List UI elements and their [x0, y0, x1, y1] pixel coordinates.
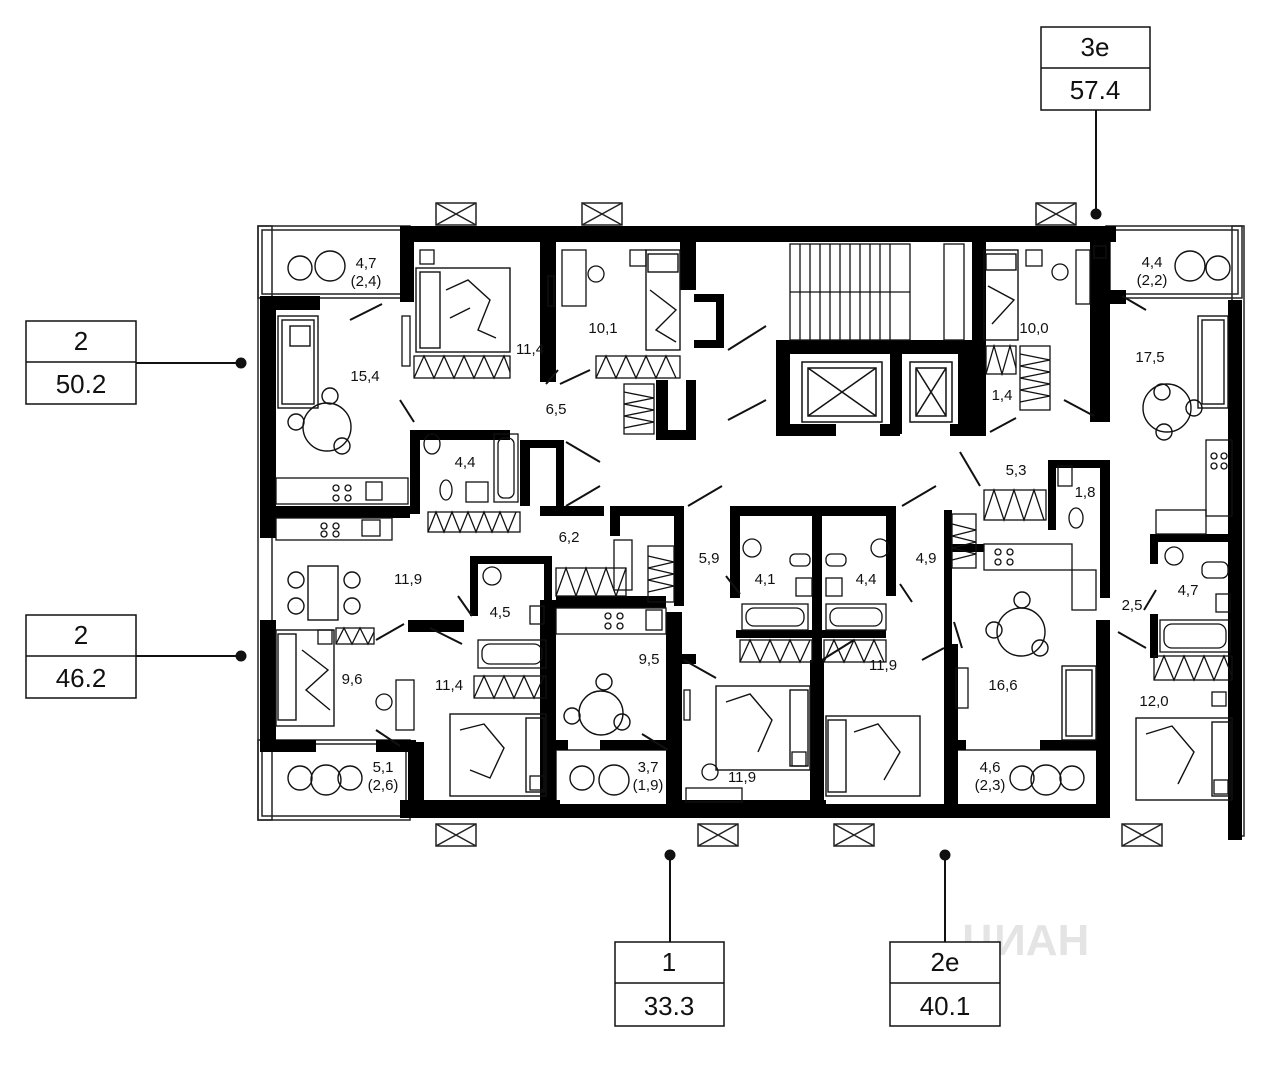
room-area: 6,2: [559, 529, 580, 546]
bathroom-fixtures: [423, 433, 1231, 669]
room-area: 11,4: [516, 341, 544, 358]
room-area: 1,4: [992, 387, 1013, 404]
room-area: 3,7: [638, 759, 659, 776]
window-boxes: [435, 202, 1163, 847]
room-area: 17,5: [1135, 349, 1164, 366]
room-area: 9,6: [342, 671, 363, 688]
room-area-secondary: (2,3): [975, 777, 1006, 794]
leader-lines: [136, 110, 1102, 942]
dining-sets: [287, 383, 1203, 736]
apartment-box-3e: 3е 57.4: [1040, 26, 1151, 111]
room-area: 1,8: [1075, 484, 1096, 501]
room-labels: 4,7 (2,4) 11,4 10,1 15,4 6,5 4,4 10,0 1,…: [342, 254, 1199, 794]
room-area: 5,3: [1006, 462, 1027, 479]
room-area: 4,4: [1142, 254, 1163, 271]
sofas: [277, 315, 1229, 741]
room-area: 11,4: [435, 677, 463, 694]
room-area: 15,4: [350, 368, 379, 385]
kitchens: [275, 439, 1233, 635]
room-area: 11,9: [869, 657, 897, 674]
balcony-chairs: [287, 250, 1231, 796]
walls: [260, 226, 1242, 840]
beds: [275, 249, 1233, 801]
apartment-box-2-bottom: 2 46.2: [25, 614, 137, 699]
room-area: 4,7: [356, 255, 377, 272]
apartment-type: 2е: [931, 947, 960, 977]
apartment-area: 57.4: [1070, 75, 1121, 105]
room-area: 11,9: [394, 571, 422, 588]
room-area: 16,6: [988, 677, 1017, 694]
apartment-type: 2: [74, 620, 88, 650]
room-area: 4,5: [490, 604, 511, 621]
apartment-type: 2: [74, 326, 88, 356]
room-area-secondary: (2,6): [368, 777, 399, 794]
elevators: [801, 361, 953, 423]
apartment-box-1: 1 33.3: [614, 941, 725, 1027]
room-area: 4,1: [755, 571, 776, 588]
wardrobes: [335, 343, 1233, 700]
room-area: 11,9: [728, 769, 756, 786]
room-area-secondary: (2,4): [351, 273, 382, 290]
apartment-box-2e: 2е 40.1: [889, 941, 1001, 1027]
apartment-type: 1: [662, 947, 676, 977]
room-area: 6,5: [546, 401, 567, 418]
apartment-box-2-top: 2 50.2: [25, 320, 137, 405]
room-area-secondary: (2,2): [1137, 272, 1168, 289]
room-area: 4,4: [455, 454, 476, 471]
room-area: 4,9: [916, 550, 937, 567]
room-area-secondary: (1,9): [633, 777, 664, 794]
room-area: 2,5: [1122, 597, 1143, 614]
apartment-type: 3е: [1081, 32, 1110, 62]
apartment-area: 33.3: [644, 991, 695, 1021]
apartment-area: 46.2: [56, 663, 107, 693]
room-area: 4,4: [856, 571, 877, 588]
room-area: 4,6: [980, 759, 1001, 776]
apartment-area: 50.2: [56, 369, 107, 399]
room-area: 4,7: [1178, 582, 1199, 599]
room-area: 9,5: [639, 651, 660, 668]
apartment-area: 40.1: [920, 991, 971, 1021]
door-swings: [349, 295, 1157, 751]
staircase: [789, 243, 965, 341]
room-area: 12,0: [1139, 693, 1168, 710]
room-area: 5,9: [699, 550, 720, 567]
room-area: 10,1: [588, 320, 617, 337]
room-area: 5,1: [373, 759, 394, 776]
desks: [317, 245, 1229, 803]
room-area: 10,0: [1019, 320, 1048, 337]
